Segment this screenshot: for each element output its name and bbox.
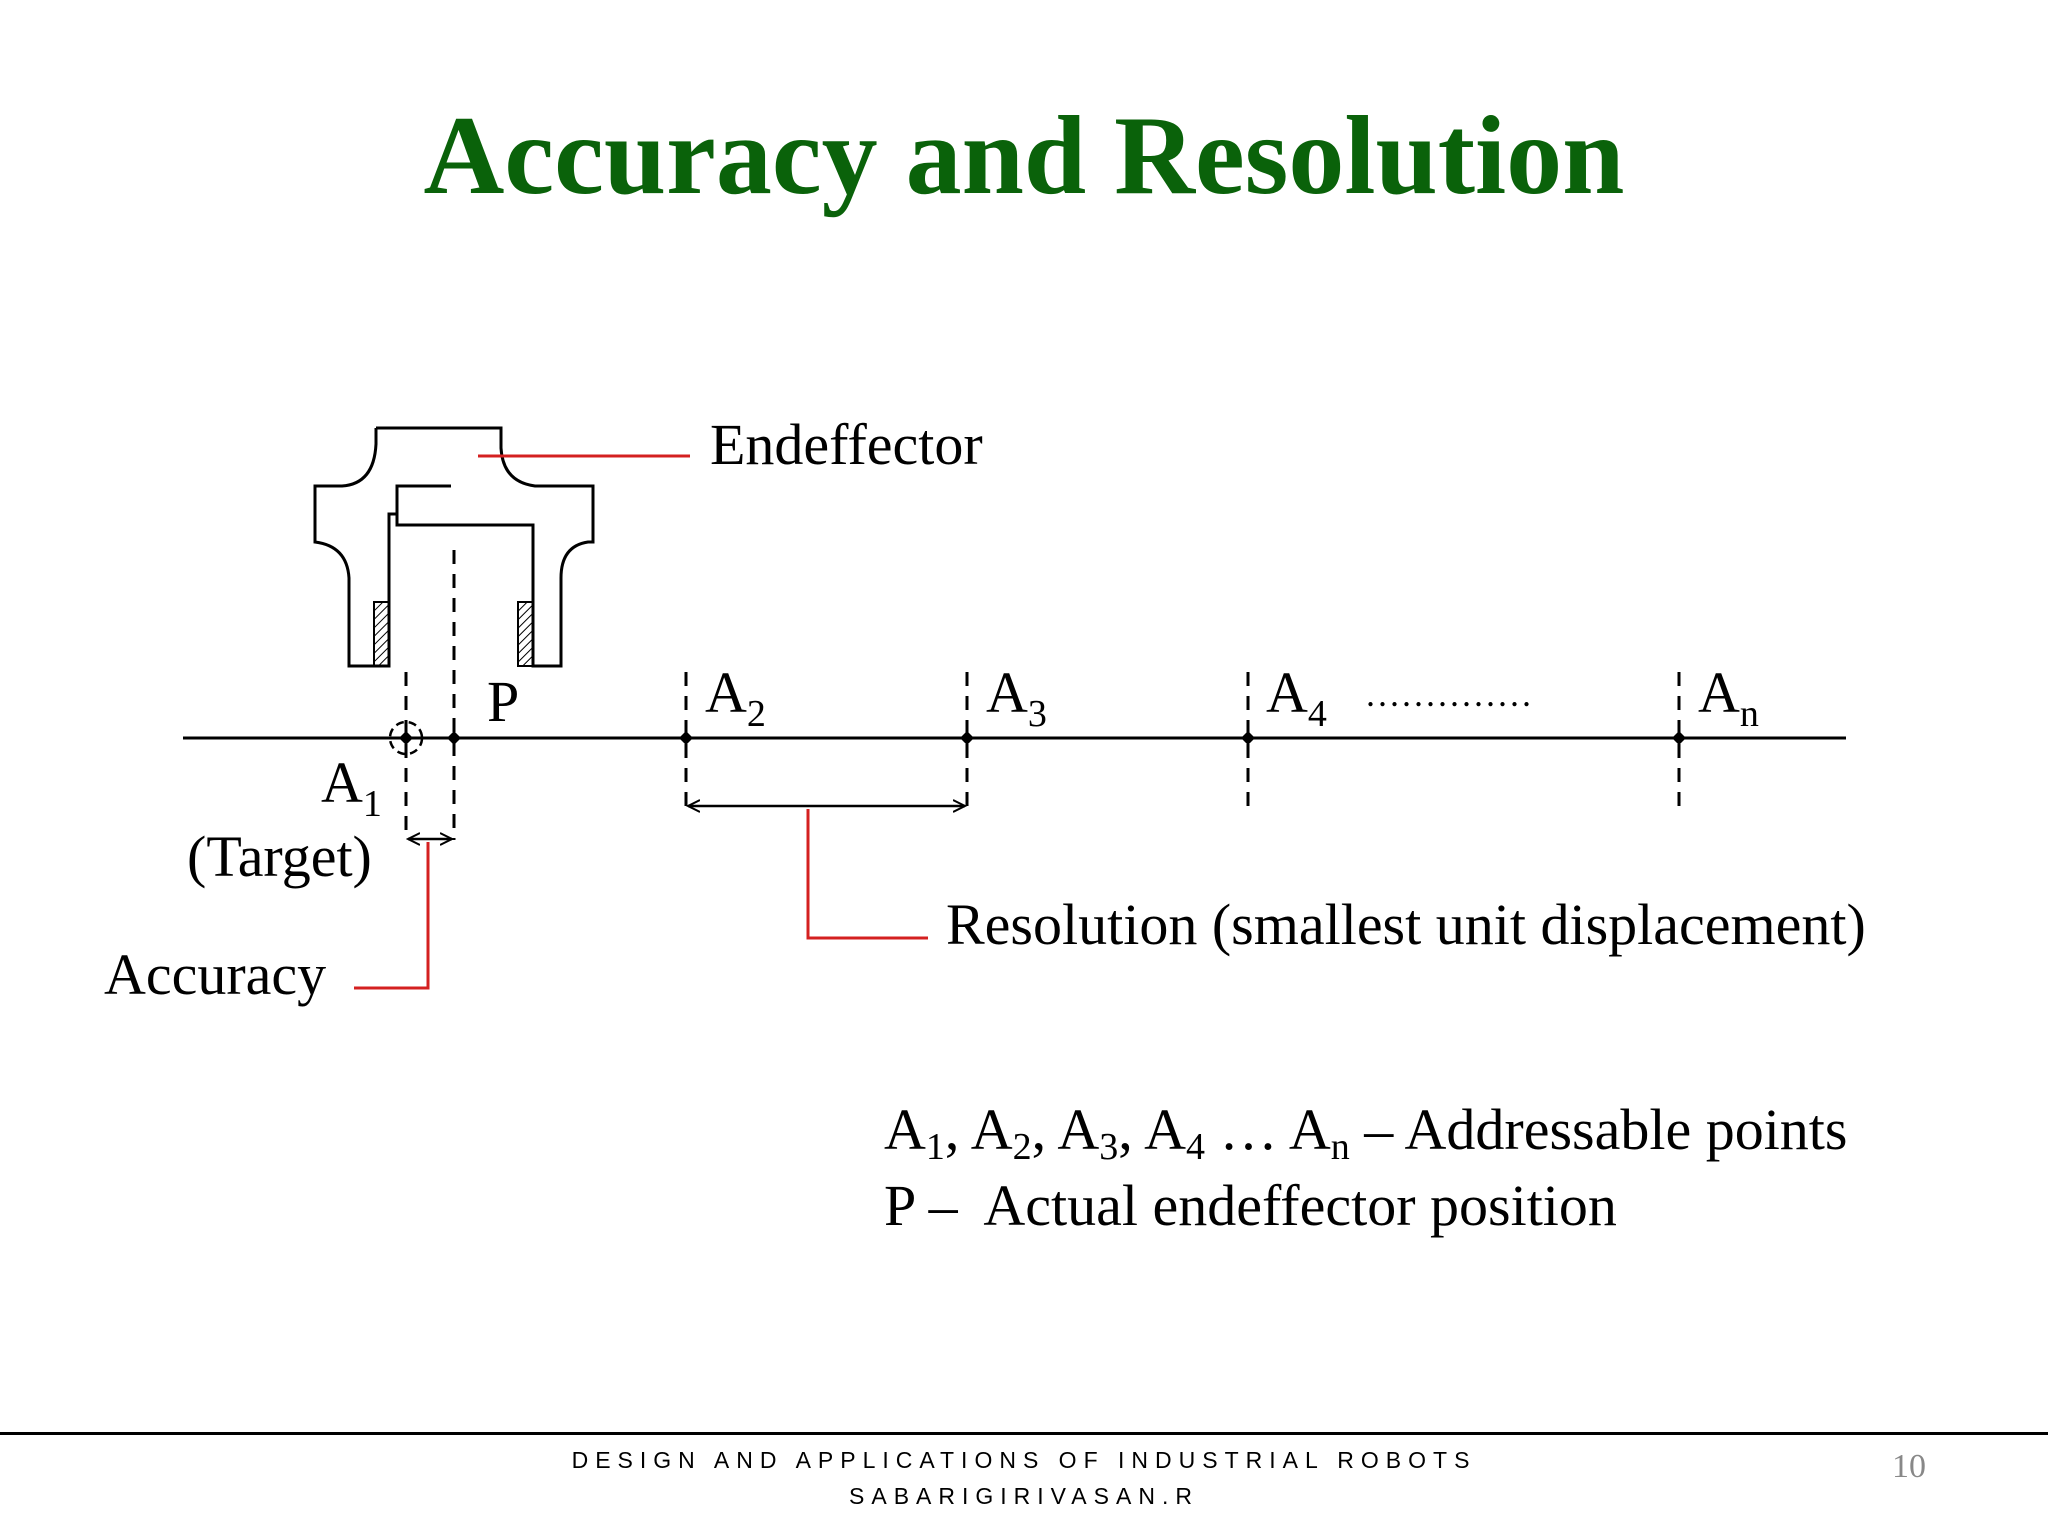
page-number: 10	[1892, 1448, 1926, 1485]
endeffector-gripper	[313, 426, 595, 668]
point-label-a1: A1	[321, 750, 382, 825]
footer-divider	[0, 1432, 2048, 1435]
legend-term-an: An	[1288, 1097, 1350, 1168]
target-label: (Target)	[187, 824, 372, 889]
point-markers	[399, 731, 1686, 745]
left-jaw-pad	[373, 601, 390, 667]
slide-title: Accuracy and Resolution	[423, 94, 1625, 218]
point-label-an: An	[1698, 660, 1759, 735]
footer-author: SABARIGIRIVASAN.R	[849, 1483, 1199, 1509]
legend-term-a3: A3,	[1057, 1097, 1145, 1168]
legend-addressable-points: A1, A2, A3, A4 … An – Addressable points	[884, 1092, 1848, 1168]
p-label: P	[487, 669, 519, 734]
right-jaw-pad	[517, 601, 534, 667]
legend: A1, A2, A3, A4 … An – Addressable points…	[884, 1092, 1848, 1244]
resolution-leader	[806, 809, 928, 940]
legend-term-a1: A1,	[884, 1097, 971, 1168]
legend-term-a4: A4 …	[1144, 1097, 1289, 1168]
legend-addressable-description: – Addressable points	[1364, 1097, 1848, 1162]
target-circle	[388, 720, 424, 756]
accuracy-label: Accuracy	[104, 942, 326, 1007]
legend-actual-description: Actual endeffector position	[983, 1173, 1617, 1238]
leader-lines	[354, 454, 928, 990]
point-label-a4: A4	[1266, 660, 1327, 735]
footer-course-title: DESIGN AND APPLICATIONS OF INDUSTRIAL RO…	[571, 1447, 1477, 1473]
legend-term-a2: A2,	[970, 1097, 1058, 1168]
point-label-a2: A2	[705, 660, 766, 735]
endeffector-label: Endeffector	[710, 412, 983, 477]
ellipsis: ..............	[1366, 674, 1534, 714]
accuracy-leader	[354, 842, 430, 990]
resolution-label: Resolution (smallest unit displacement)	[946, 892, 1866, 957]
point-label-a3: A3	[986, 660, 1047, 735]
legend-actual-position: P – Actual endeffector position	[884, 1173, 1617, 1238]
point-guides	[404, 550, 1681, 840]
